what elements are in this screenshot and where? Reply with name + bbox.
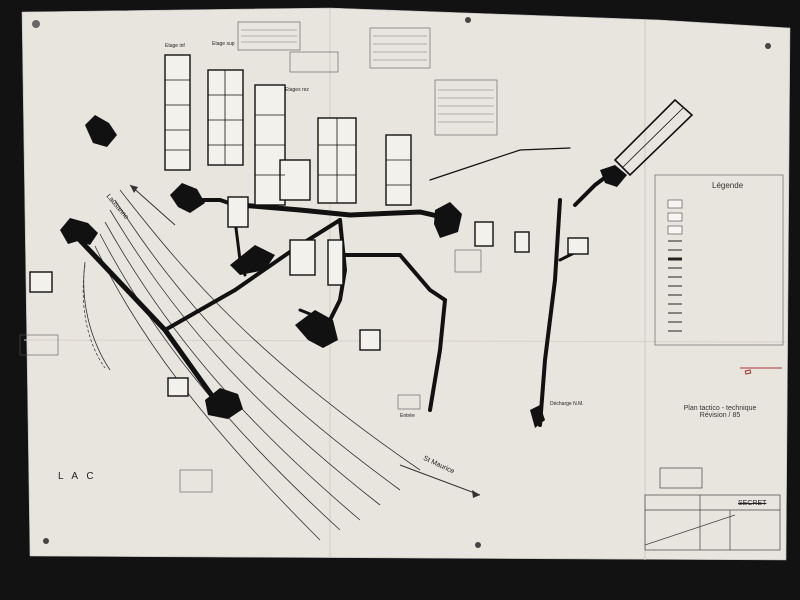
label-entree: Entrée [400,413,415,419]
label-lac: L A C [58,471,97,482]
bunkers [60,115,627,428]
label-etages-rez: Etages rez [285,87,309,93]
paper-sheet [21,7,791,561]
legend-swatches [667,199,683,235]
legend-title: Légende [712,181,744,190]
pin-bottom-left [43,538,49,544]
annotation-lines [241,29,494,123]
label-etage-inf: Etage inf [165,43,185,49]
plan-title: Plan tactico - technique Révision / 85 [660,405,780,419]
title-block [644,467,781,551]
secret-mark-bottom: SECRET [738,500,767,507]
pin-top-left [32,20,40,28]
pin-top-mid [465,17,471,23]
pin-top-right [765,43,771,49]
legend-frame [654,174,784,346]
plan-title-line1: Plan tactico - technique [683,405,757,412]
annotation-boxes [19,21,498,493]
plan-title-line2: Révision / 85 [699,412,741,419]
fold-line-h [23,339,787,343]
label-decharge: Décharge N.M. [550,401,584,407]
partitions [165,70,411,203]
pin-bottom-mid [475,542,481,548]
right-gallery [613,98,694,177]
label-etage-sup: Etage sup [212,41,235,47]
legend-line-symbols [668,240,682,332]
